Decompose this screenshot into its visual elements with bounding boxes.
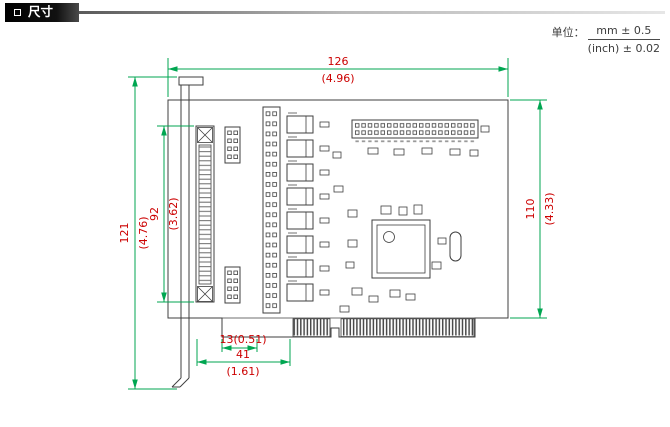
- qfp-chip: [371, 219, 431, 279]
- bracket-top-tab: [178, 76, 204, 86]
- relay: [286, 208, 314, 230]
- gold-fingers-long: [340, 318, 475, 337]
- diode: [319, 217, 330, 224]
- diode: [319, 265, 330, 272]
- unit-mm: mm ± 0.5: [587, 24, 660, 40]
- gold-fingers-short: [292, 318, 331, 337]
- dim-board-inch: (4.33): [543, 192, 556, 225]
- dim-edge-mm: 41: [236, 348, 250, 361]
- section-title: 尺寸: [28, 4, 54, 19]
- dim-edge-offset: 41 (1.61): [196, 339, 291, 378]
- section-header: 尺寸: [5, 3, 665, 22]
- unit-inch: (inch) ± 0.02: [587, 42, 660, 55]
- diode: [319, 121, 330, 128]
- relay: [286, 256, 314, 278]
- relay: [286, 280, 314, 302]
- unit-label: 单位：: [551, 26, 585, 39]
- diode-bank: [319, 121, 330, 296]
- dimension-annotations: 126 (4.96) 121 (4.76) 92 (3.62): [118, 55, 556, 390]
- dim-edge-inch: (1.61): [226, 365, 259, 378]
- small-components: [332, 125, 490, 313]
- dim-tab-width: 13(0.51): [219, 333, 267, 352]
- header-rule: [79, 11, 665, 14]
- relay: [286, 136, 314, 158]
- dim-tab-value: 13(0.51): [219, 333, 266, 346]
- dim-connector-mm: 92: [148, 207, 161, 221]
- section-title-chip: 尺寸: [5, 3, 80, 22]
- dim-board-height: 110 (4.33): [510, 99, 556, 319]
- dim-width-mm: 126: [328, 55, 349, 68]
- diode: [319, 289, 330, 296]
- relay: [286, 160, 314, 182]
- pin-header: [351, 119, 479, 143]
- pin1-marker: [383, 231, 395, 243]
- connector-screw-bottom: [197, 286, 213, 302]
- aux-header-bottom: [224, 266, 241, 304]
- diode: [319, 241, 330, 248]
- mounting-bracket: [171, 76, 204, 388]
- dim-connector-inch: (3.62): [167, 197, 180, 230]
- dim-connector-height: 92 (3.62): [148, 125, 194, 303]
- relay-bank: [286, 112, 314, 302]
- connector-screw-top: [197, 127, 213, 143]
- diode: [319, 193, 330, 200]
- pci-card-drawing: [167, 76, 509, 388]
- dim-width: 126 (4.96): [167, 55, 509, 97]
- diode: [319, 169, 330, 176]
- unit-note: 单位： mm ± 0.5 (inch) ± 0.02: [552, 24, 660, 55]
- dim-bracket-inch: (4.76): [137, 216, 150, 249]
- terminal-strip: [262, 106, 281, 314]
- dim-width-inch: (4.96): [321, 72, 354, 85]
- bullet-square-icon: [14, 8, 21, 16]
- bracket-connector: [195, 125, 215, 303]
- diode: [319, 145, 330, 152]
- crystal-oscillator: [449, 231, 462, 262]
- relay: [286, 184, 314, 206]
- unit-tolerance: mm ± 0.5 (inch) ± 0.02: [587, 24, 660, 55]
- dim-bracket-mm: 121: [118, 223, 131, 244]
- relay: [286, 232, 314, 254]
- aux-header-top: [224, 126, 241, 164]
- dim-board-mm: 110: [524, 199, 537, 220]
- dim-bracket-height: 121 (4.76): [118, 76, 177, 390]
- relay: [286, 112, 314, 134]
